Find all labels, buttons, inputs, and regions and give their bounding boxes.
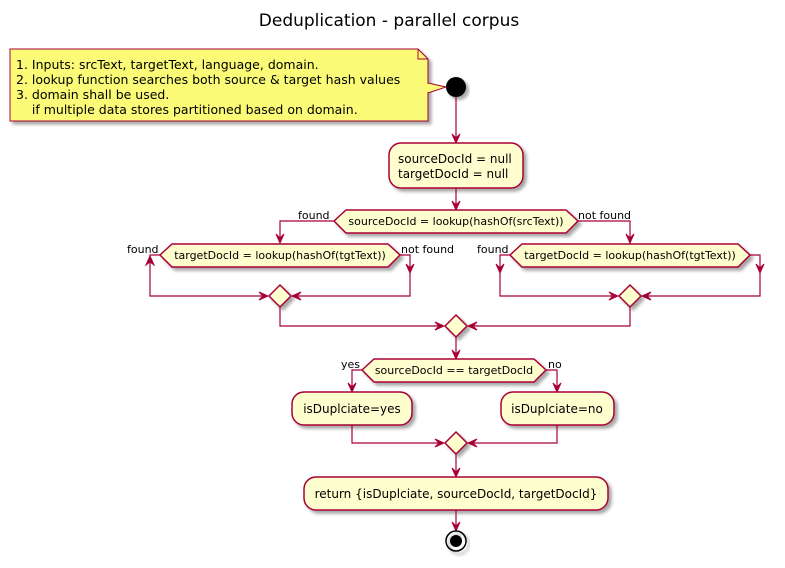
if-target-left-yes-label: found xyxy=(127,243,159,256)
init-line-1: sourceDocId = null xyxy=(398,152,512,166)
if-target-right-diamond: targetDocId = lookup(hashOf(tgtText)) fo… xyxy=(477,243,752,268)
if-compare-no-label: no xyxy=(548,358,562,371)
note-line-2: 2. lookup function searches both source … xyxy=(16,72,400,87)
dup-yes-text: isDuplciate=yes xyxy=(303,402,401,416)
merge-center-diamond xyxy=(443,313,469,339)
if-compare-yes-label: yes xyxy=(341,358,360,371)
if-source-no-label: not found xyxy=(578,209,631,222)
if-target-right-yes-label: found xyxy=(477,243,509,256)
return-text: return {isDuplciate, sourceDocId, target… xyxy=(315,487,598,501)
end-node xyxy=(445,530,467,552)
if-source-yes-label: found xyxy=(298,209,330,222)
if-target-left-no-label: not found xyxy=(401,243,454,256)
init-line-2: targetDocId = null xyxy=(398,167,508,181)
if-source-diamond: sourceDocId = lookup(hashOf(srcText)) fo… xyxy=(298,209,631,234)
note-line-3: 3. domain shall be used. xyxy=(16,87,169,102)
if-compare-diamond: sourceDocId == targetDocId yes no xyxy=(341,358,562,383)
merge-bottom-diamond xyxy=(443,430,469,456)
if-target-left-condition: targetDocId = lookup(hashOf(tgtText)) xyxy=(174,249,386,262)
return-activity: return {isDuplciate, sourceDocId, target… xyxy=(303,476,609,511)
start-node xyxy=(446,77,466,97)
note-line-1: 1. Inputs: srcText, targetText, language… xyxy=(16,57,319,72)
if-target-right-condition: targetDocId = lookup(hashOf(tgtText)) xyxy=(524,249,736,262)
dup-yes-activity: isDuplciate=yes xyxy=(291,391,413,426)
if-source-condition: sourceDocId = lookup(hashOf(srcText)) xyxy=(348,215,563,228)
init-activity: sourceDocId = null targetDocId = null xyxy=(388,142,524,189)
dup-no-text: isDuplciate=no xyxy=(511,402,603,416)
merge-left-diamond xyxy=(267,283,293,309)
note-line-4: if multiple data stores partitioned base… xyxy=(16,102,358,117)
if-compare-condition: sourceDocId == targetDocId xyxy=(375,364,533,377)
if-target-left-diamond: targetDocId = lookup(hashOf(tgtText)) fo… xyxy=(127,243,454,268)
dup-no-activity: isDuplciate=no xyxy=(500,391,615,426)
note: 1. Inputs: srcText, targetText, language… xyxy=(9,48,448,122)
merge-right-diamond xyxy=(617,283,643,309)
diagram-title: Deduplication - parallel corpus xyxy=(259,11,520,31)
